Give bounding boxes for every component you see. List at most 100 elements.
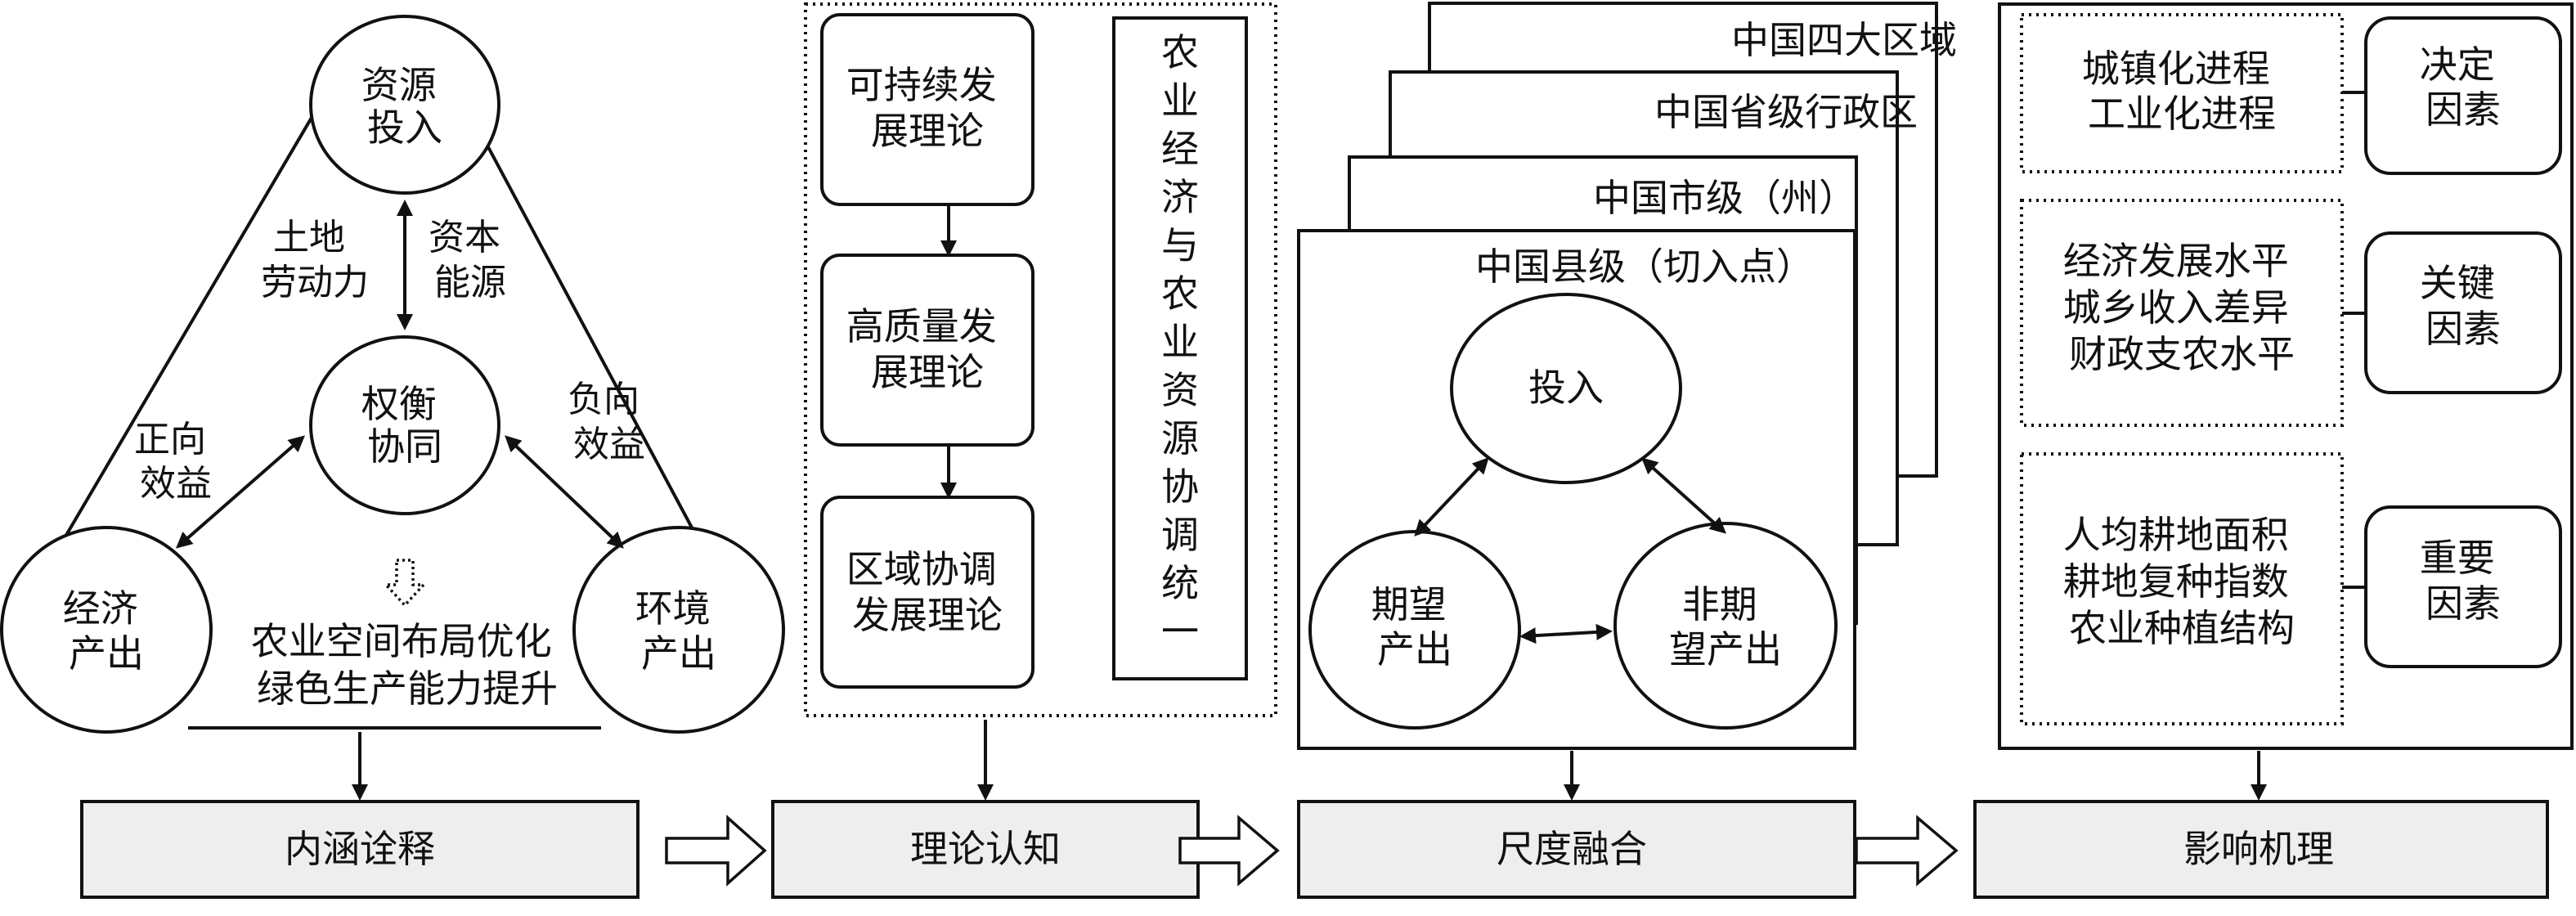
stage-box-scale [1297, 800, 1856, 899]
mechanism-level-line: 关键 [2420, 261, 2495, 305]
svg-text:正向 效益: 正向 效益 [134, 419, 218, 505]
tradeoff-line: 权衡 [361, 382, 437, 426]
svg-text:关键 因素: 关键 因素 [2420, 261, 2507, 351]
mechanism-factor: 财政支农水平 [2069, 332, 2295, 376]
desired-undesired-arrow [1519, 623, 1613, 644]
theory-box-regional [820, 496, 1034, 689]
theory-box-line: 展理论 [871, 350, 984, 394]
scale-layer-label: 中国市级（州） [1593, 176, 1856, 220]
stage-row: 内涵诠释 理论认知 尺度融合 影响机理 [80, 800, 2549, 899]
tradeoff-economic-arrow [175, 435, 306, 549]
vertical-char: 业 [1161, 320, 1199, 364]
theory-box-sustainable [820, 13, 1034, 206]
svg-text:城镇化进程 工业化进程: 城镇化进程 工业化进程 [2082, 47, 2282, 136]
negative-benefit-line: 负向 [568, 379, 640, 420]
flow-hollow-arrow [665, 815, 767, 887]
stage-label: 尺度融合 [1497, 827, 1647, 871]
scale-panel: 中国四大区域 中国省级行政区 中国市级（州） 中国县级（切入点） 投入 期望 产… [1297, 2, 1957, 801]
mechanism-factor: 城镇化进程 [2082, 47, 2270, 91]
mechanism-level-line: 因素 [2426, 88, 2501, 132]
svg-text:资本 能源: 资本 能源 [429, 217, 512, 303]
vertical-char: 业 [1161, 79, 1199, 123]
resource-input-line: 投入 [367, 106, 442, 150]
undesired-output-line: 非期 [1682, 582, 1757, 626]
flow-hollow-arrow [1855, 815, 1959, 887]
tradeoff-environment-arrow [505, 435, 624, 549]
scale-input-node [1450, 293, 1682, 484]
svg-text:农业空间布局优化 绿色生产能力提升: 农业空间布局优化 绿色生产能力提升 [251, 619, 564, 711]
flow-hollow-arrow [1178, 815, 1280, 887]
vertical-char: 资 [1161, 368, 1199, 412]
tradeoff-line: 协同 [367, 424, 442, 469]
capital-energy-line: 能源 [434, 262, 506, 303]
svg-text:土地 劳动力: 土地 劳动力 [261, 217, 369, 303]
mechanism-level-line: 因素 [2426, 307, 2501, 351]
vertical-char: 协 [1161, 465, 1199, 509]
scale-layer-label: 中国县级（切入点） [1475, 245, 1814, 289]
svg-text:高质量发 展理论: 高质量发 展理论 [846, 304, 1009, 394]
vertical-char: 济 [1161, 175, 1199, 219]
mechanism-level-line: 决定 [2420, 43, 2495, 87]
theory-box-high-quality [820, 254, 1034, 447]
theory-box-line: 区域协调 [846, 547, 997, 591]
svg-text:权衡 协同: 权衡 协同 [361, 382, 449, 469]
svg-text:非期 望产出: 非期 望产出 [1669, 582, 1782, 671]
theory-panel: 可持续发 展理论 高质量发 展理论 区域协调 发展理论 农业经济与农业资源协调统… [804, 2, 1277, 801]
environment-output-node [572, 526, 785, 734]
result-line: 农业空间布局优化 [251, 619, 552, 663]
mechanism-factor: 耕地复种指数 [2063, 559, 2289, 604]
theory-vertical-box [1112, 16, 1248, 680]
mechanism-panel: 城镇化进程 工业化进程 决定 因素 经济发展水平 城乡收入差异 财政支农水平 关… [1998, 2, 2574, 801]
result-line: 绿色生产能力提升 [257, 667, 558, 711]
input-undesired-arrow [1641, 457, 1726, 534]
tradeoff-node [309, 335, 500, 515]
svg-text:期望 产出: 期望 产出 [1371, 582, 1459, 671]
mechanism-level-box [2364, 16, 2562, 175]
input-desired-arrow [1414, 457, 1489, 537]
theory-box-line: 可持续发 [846, 63, 997, 107]
desired-output-line: 期望 [1371, 582, 1447, 626]
mechanism-level-line: 因素 [2426, 581, 2501, 626]
svg-text:决定 因素: 决定 因素 [2420, 43, 2507, 132]
land-labor-line: 劳动力 [261, 262, 369, 303]
economic-output-line: 产出 [69, 631, 144, 676]
scale-layer-label: 中国四大区域 [1731, 18, 1957, 62]
stage-label: 影响机理 [2183, 827, 2334, 871]
environment-output-line: 环境 [635, 586, 711, 631]
vertical-char: 一 [1161, 609, 1199, 653]
vertical-char: 源 [1161, 416, 1199, 460]
triangle-frame [47, 97, 713, 730]
mechanism-factor: 工业化进程 [2088, 92, 2276, 136]
vertical-char: 经 [1161, 127, 1199, 171]
undesired-output-line: 望产出 [1669, 627, 1782, 671]
stage-box-mechanism [1973, 800, 2549, 899]
resource-input-line: 资源 [361, 63, 437, 107]
svg-text:人均耕地面积 耕地复种指数 农业种植: 人均耕地面积 耕地复种指数 农业种植结构 [2063, 513, 2301, 650]
theory-box-line: 发展理论 [852, 593, 1003, 637]
svg-text:负向 效益: 负向 效益 [568, 379, 651, 465]
scale-layer-label: 中国省级行政区 [1654, 90, 1918, 134]
svg-text:区域协调 发展理论: 区域协调 发展理论 [846, 547, 1009, 637]
svg-text:经济 产出: 经济 产出 [63, 586, 150, 676]
theory-box-line: 展理论 [871, 109, 984, 153]
desired-output-line: 产出 [1377, 627, 1452, 671]
mechanism-factor: 经济发展水平 [2063, 239, 2289, 283]
vertical-char: 统 [1161, 561, 1199, 605]
land-labor-line: 土地 [273, 217, 345, 258]
vertical-char: 调 [1161, 513, 1199, 557]
positive-benefit-line: 效益 [140, 463, 212, 505]
capital-energy-line: 资本 [429, 217, 500, 258]
vertical-char: 农 [1161, 272, 1199, 316]
stage-label: 内涵诠释 [285, 827, 435, 871]
mechanism-factor: 农业种植结构 [2069, 606, 2295, 650]
mechanism-factor: 人均耕地面积 [2063, 513, 2289, 557]
resource-input-node [309, 15, 500, 195]
positive-benefit-line: 正向 [134, 419, 206, 460]
stage-box-connotation [80, 800, 640, 899]
mechanism-level-box [2364, 231, 2562, 394]
svg-text:环境 产出: 环境 产出 [635, 586, 723, 676]
svg-text:可持续发 展理论: 可持续发 展理论 [846, 63, 1009, 153]
environment-output-line: 产出 [641, 631, 716, 676]
mechanism-factor: 城乡收入差异 [2063, 285, 2289, 330]
svg-text:经济发展水平 城乡收入差异 财政支农: 经济发展水平 城乡收入差异 财政支农水平 [2063, 239, 2301, 376]
